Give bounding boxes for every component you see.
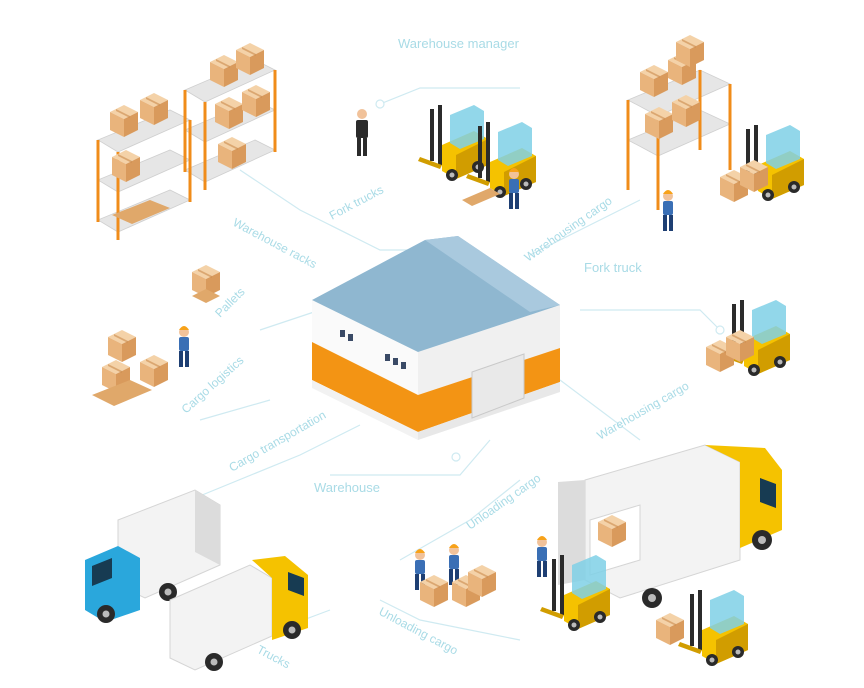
truck-icon [169,556,308,671]
label-warehousing-cargo-top: Warehousing cargo [522,193,615,264]
forklift-icon [720,123,806,203]
worker-icon [537,536,547,577]
cargo-box-icon [92,330,168,406]
worker-icon [449,544,459,585]
truck-icon [85,489,221,623]
forklift-icon [462,120,538,206]
worker-icon [356,109,368,156]
label-fork-truck: Fork truck [584,260,642,275]
label-warehouse-racks: Warehouse racks [231,215,320,271]
label-fork-trucks: Fork trucks [327,182,386,222]
label-warehouse-manager: Warehouse manager [398,36,520,51]
pallet-icon [192,265,220,303]
warehouse-icon [312,236,560,440]
label-warehousing-cargo-right: Warehousing cargo [595,379,692,443]
worker-icon [509,168,519,209]
truck-icon [558,444,782,608]
forklift-icon [538,553,612,633]
label-trucks: Trucks [255,642,293,671]
center-label-warehouse: Warehouse [314,480,380,495]
forklift-icon [706,298,792,378]
forklift-icon [656,588,750,668]
label-unloading-cargo-bottom: Unloading cargo [377,604,461,658]
worker-icon [663,190,673,231]
worker-icon [179,326,189,367]
forklift-icon [416,103,490,183]
label-unloading-cargo-mid: Unloading cargo [464,471,544,533]
rack-icon [96,43,277,240]
rack-icon [626,35,732,210]
